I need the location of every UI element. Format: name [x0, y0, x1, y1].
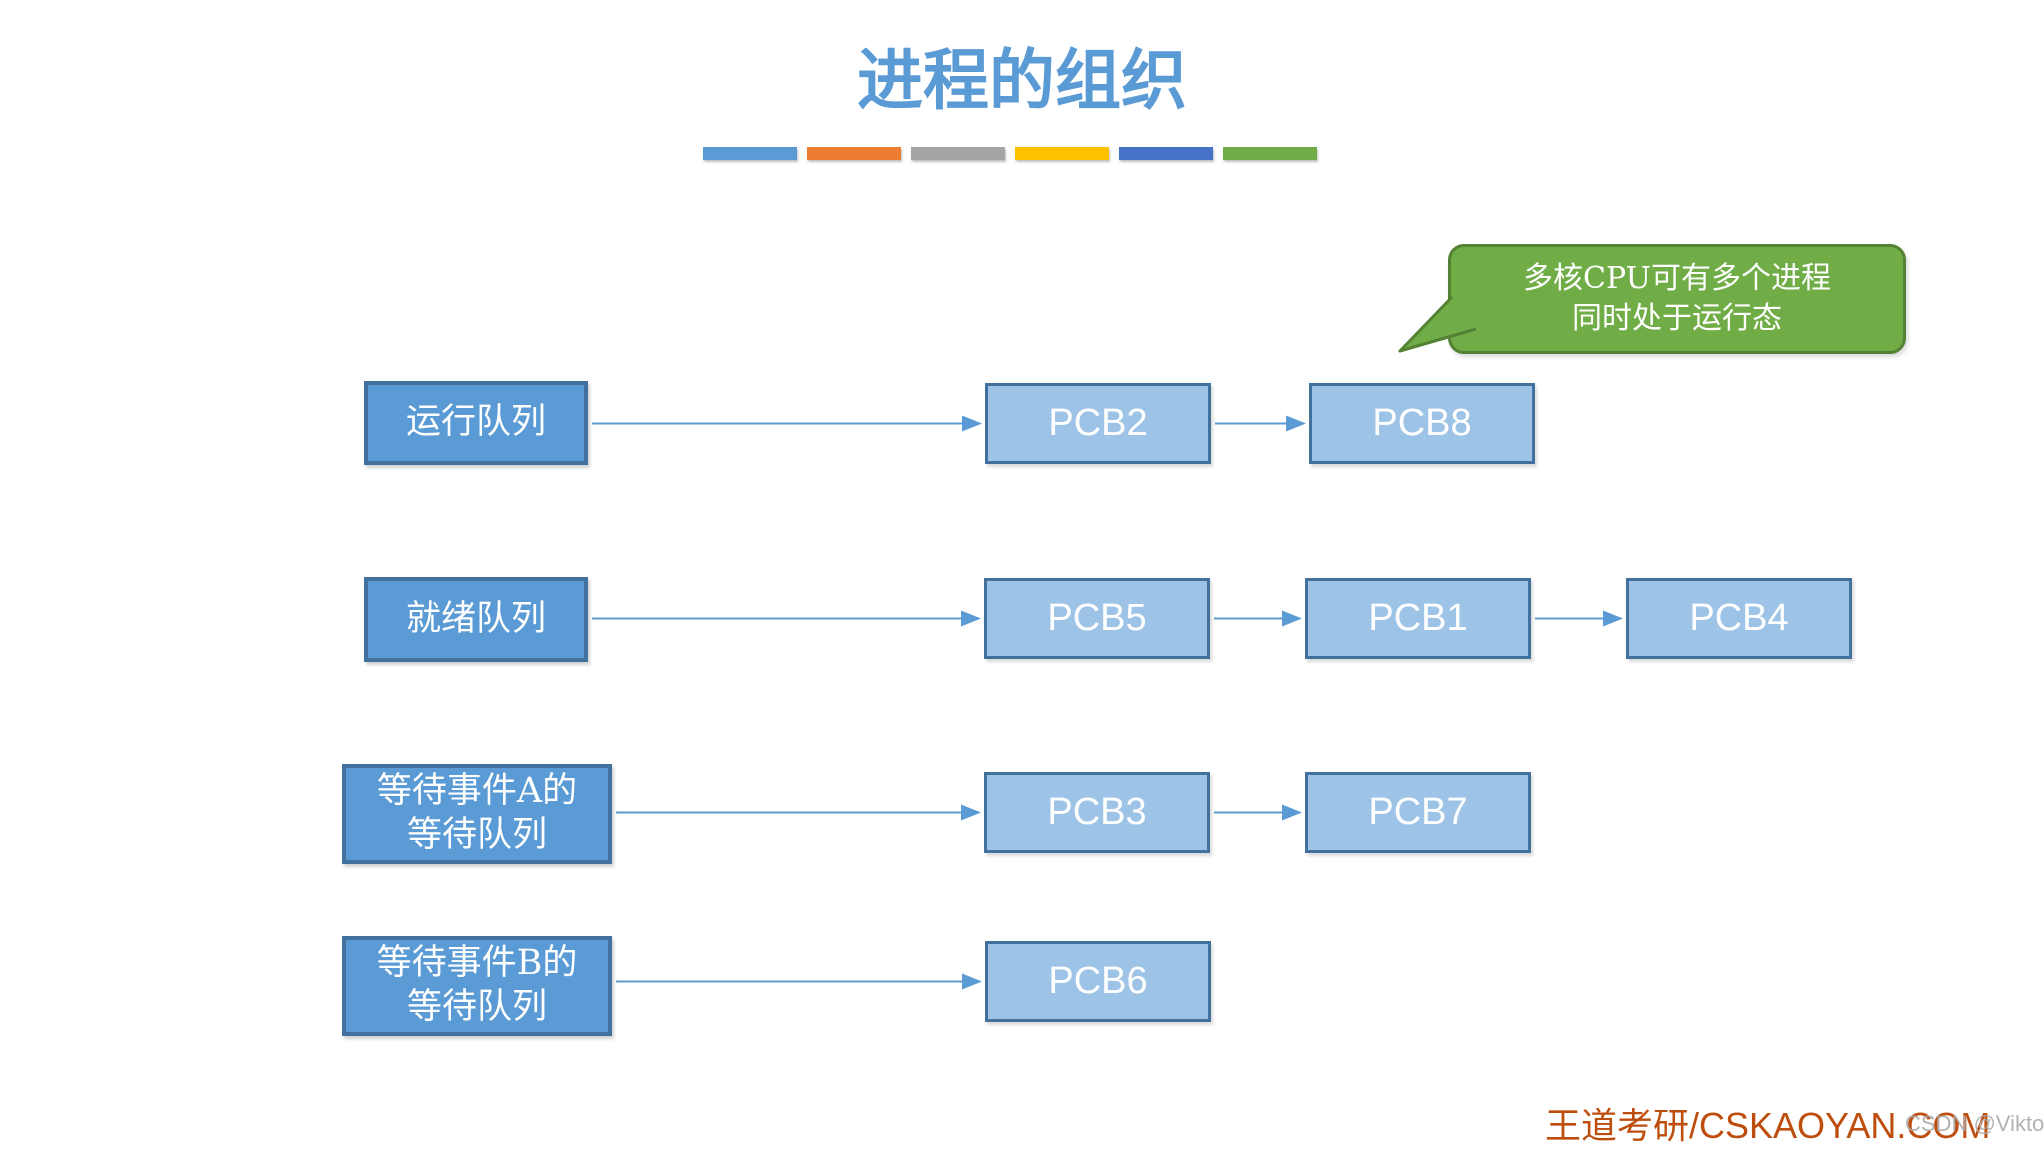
title-underline-bars [703, 147, 1317, 160]
csdn-watermark: CSDN @Viktoriae [1905, 1111, 2044, 1136]
accent-bar [1015, 147, 1109, 160]
pcb-box-pcb2: PCB2 [985, 383, 1211, 464]
page-title: 进程的组织 [857, 41, 1187, 119]
pcb-box-pcb7: PCB7 [1305, 772, 1531, 853]
queue-label-waiting-b: 等待事件B的 等待队列 [342, 936, 612, 1036]
queue-label-waiting-a: 等待事件A的 等待队列 [342, 764, 612, 864]
callout-tail [1398, 295, 1477, 353]
pcb-box-pcb3: PCB3 [984, 772, 1210, 853]
pcb-box-pcb6: PCB6 [985, 941, 1211, 1022]
pcb-box-pcb8: PCB8 [1309, 383, 1535, 464]
accent-bar [1119, 147, 1213, 160]
queue-label-running: 运行队列 [364, 381, 588, 465]
accent-bar [807, 147, 901, 160]
callout-multicore-note: 多核CPU可有多个进程 同时处于运行态 [1448, 244, 1906, 354]
callout-text: 多核CPU可有多个进程 同时处于运行态 [1523, 260, 1831, 337]
accent-bar [703, 147, 797, 160]
pcb-box-pcb5: PCB5 [984, 578, 1210, 659]
accent-bar [1223, 147, 1317, 160]
accent-bar [911, 147, 1005, 160]
pcb-box-pcb1: PCB1 [1305, 578, 1531, 659]
brand-watermark: 王道考研/CSKAOYAN.COM [1545, 1105, 1991, 1146]
queue-label-ready: 就绪队列 [364, 577, 588, 662]
pcb-box-pcb4: PCB4 [1626, 578, 1852, 659]
